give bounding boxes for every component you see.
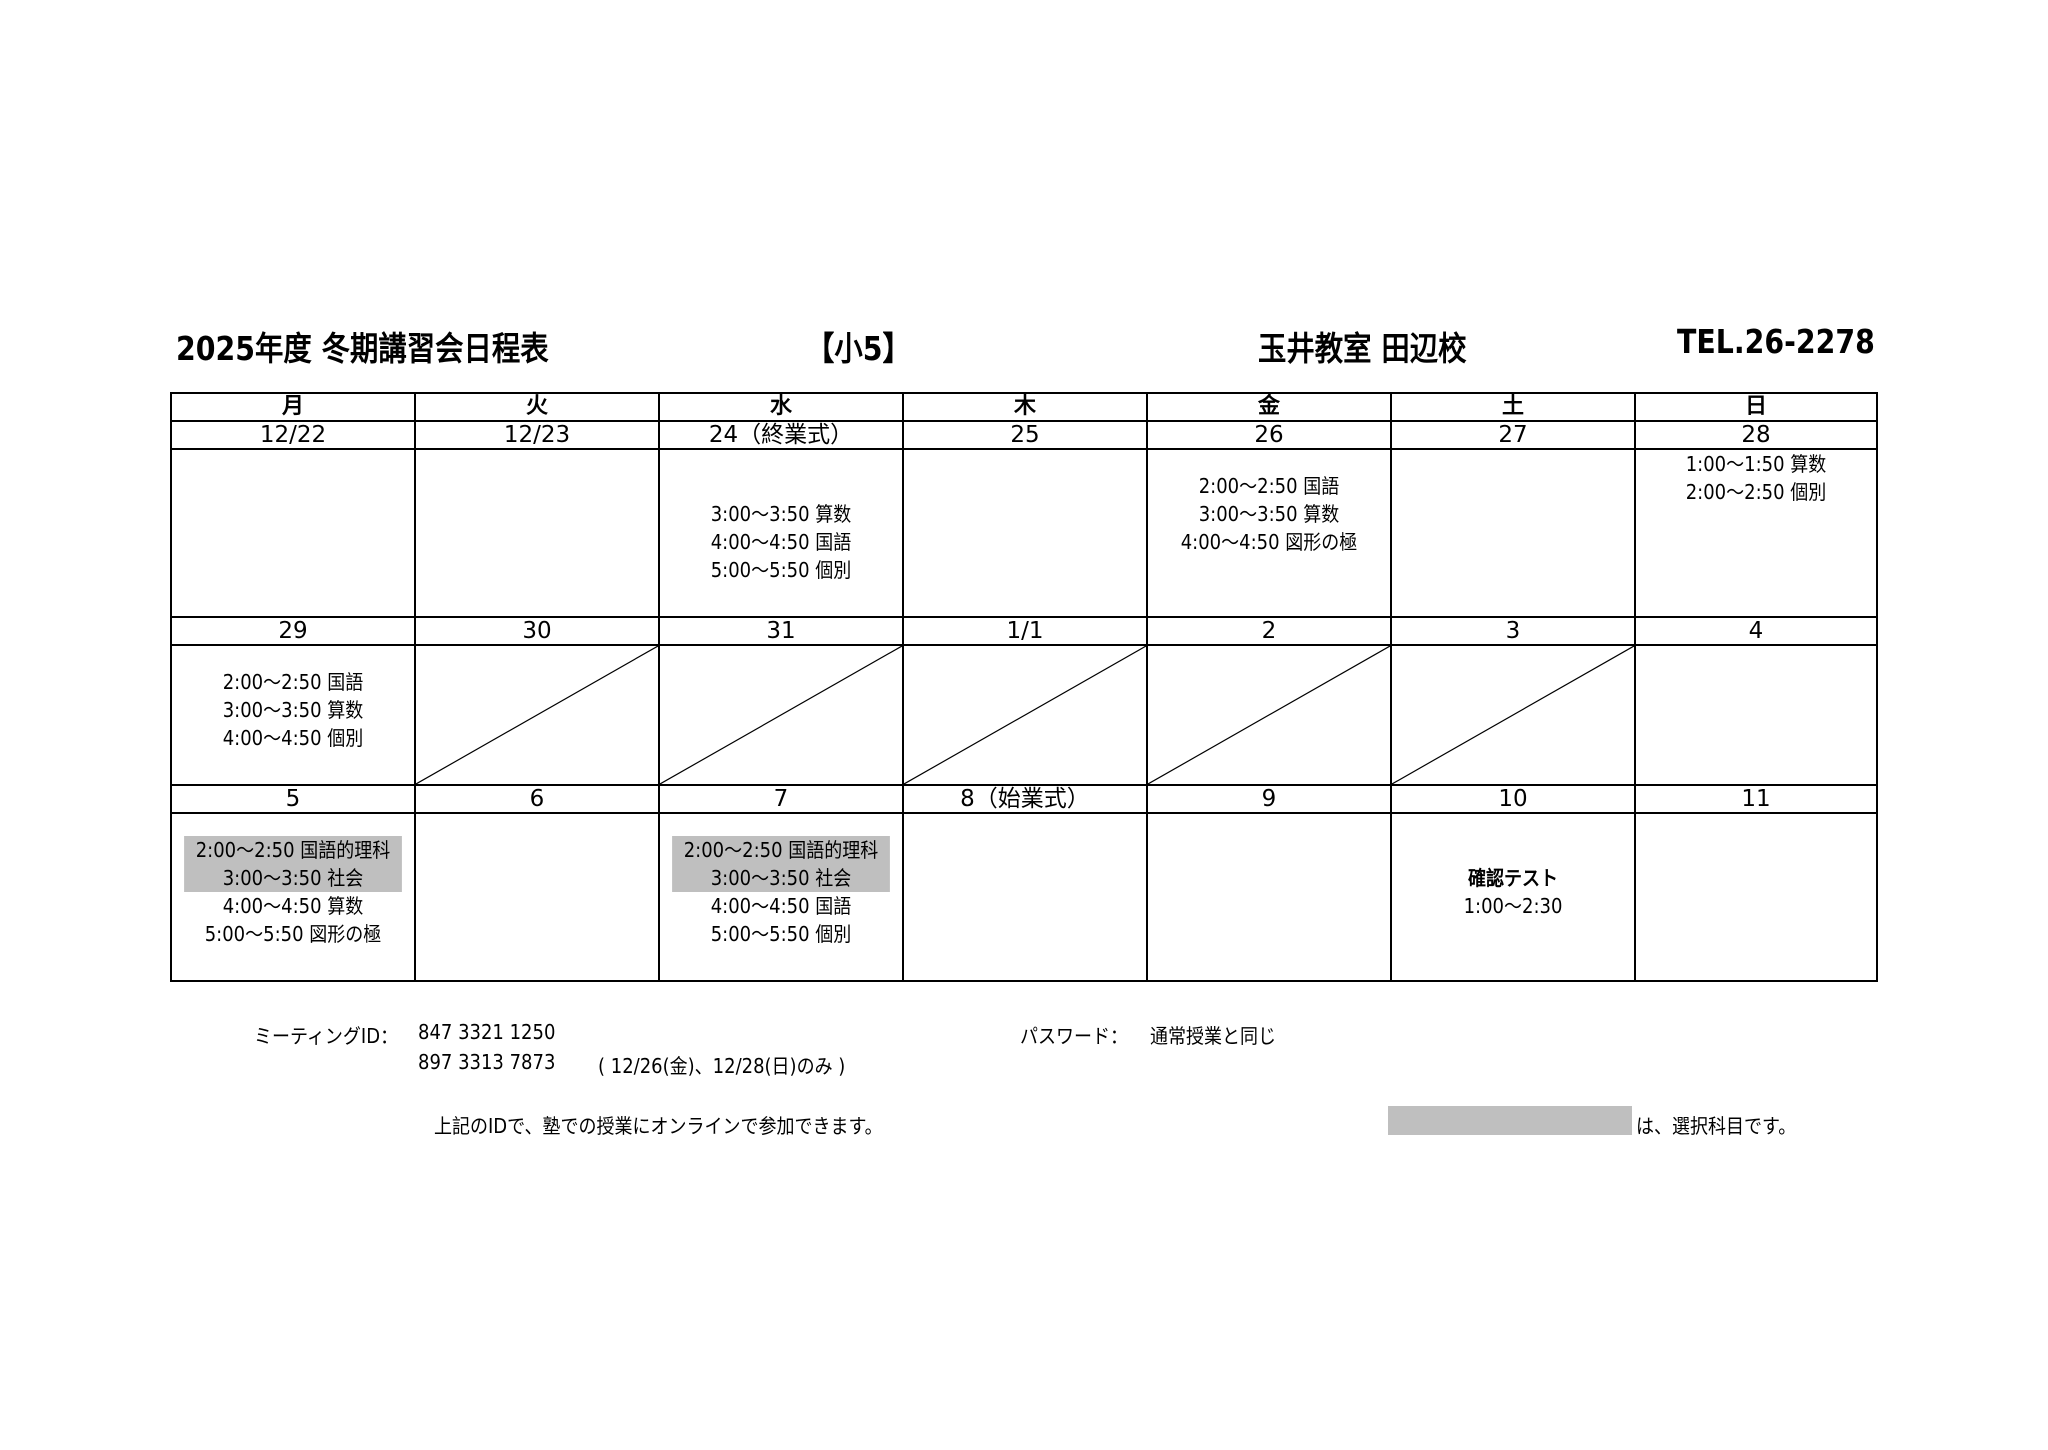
lesson-time-subject: 1:00～2:30 <box>1463 894 1563 918</box>
lesson-time-subject: 2:00～2:50 国語 <box>222 670 364 694</box>
date-cell: 11 <box>1634 784 1878 814</box>
lesson-time-subject: 4:00～4:50 国語 <box>710 530 852 554</box>
closed-slash-icon <box>904 646 1146 784</box>
lesson-time-subject: 4:00～4:50 個別 <box>222 726 364 750</box>
elective-legend-swatch <box>1388 1106 1632 1135</box>
lesson-time-subject: 3:00～3:50 算数 <box>1198 502 1340 526</box>
dow-tue: 火 <box>414 392 660 422</box>
closed-day-cell <box>902 644 1148 786</box>
closed-slash-icon <box>1148 646 1390 784</box>
date-cell: 3 <box>1390 616 1636 646</box>
date-cell: 29 <box>170 616 416 646</box>
closed-day-cell <box>414 644 660 786</box>
meeting-id-label: ミーティングID： <box>254 1024 399 1048</box>
date-cell: 31 <box>658 616 904 646</box>
lesson-time-subject: 1:00～1:50 算数 <box>1685 452 1827 476</box>
elective-lesson: 3:00～3:50 社会 <box>184 864 402 892</box>
elective-lesson: 2:00～2:50 国語的理科 <box>672 836 890 864</box>
schedule-cell: 2:00～2:50 国語 3:00～3:50 算数 4:00～4:50 図形の極 <box>1146 448 1392 618</box>
date-cell: 9 <box>1146 784 1392 814</box>
elective-lesson: 3:00～3:50 社会 <box>672 864 890 892</box>
date-cell: 4 <box>1634 616 1878 646</box>
lesson-time-subject: 2:00～2:50 国語 <box>1198 474 1340 498</box>
date-cell: 7 <box>658 784 904 814</box>
meeting-id-2-note: ( 12/26(金)、12/28(日)のみ ) <box>598 1054 846 1078</box>
closed-day-cell <box>658 644 904 786</box>
lesson-time-subject: 4:00～4:50 国語 <box>710 894 852 918</box>
page-title: 2025年度 冬期講習会日程表 <box>176 329 549 368</box>
phone-number: TEL.26-2278 <box>1677 322 1875 361</box>
lesson-time-subject: 4:00～4:50 図形の極 <box>1180 530 1358 554</box>
lesson-time-subject: 3:00～3:50 算数 <box>222 698 364 722</box>
schedule-cell <box>414 812 660 982</box>
lesson-time-subject: 2:00～2:50 個別 <box>1685 480 1827 504</box>
closed-slash-icon <box>660 646 902 784</box>
schedule-cell: 1:00～1:50 算数 2:00～2:50 個別 <box>1634 448 1878 618</box>
elective-lesson: 2:00～2:50 国語的理科 <box>184 836 402 864</box>
online-note: 上記のIDで、塾での授業にオンラインで参加できます。 <box>434 1114 883 1138</box>
lesson-time-subject: 3:00～3:50 算数 <box>710 502 852 526</box>
date-cell: 8（始業式） <box>902 784 1148 814</box>
date-cell: 12/23 <box>414 420 660 450</box>
event-title: 確認テスト <box>1468 866 1558 890</box>
date-cell: 2 <box>1146 616 1392 646</box>
date-cell: 10 <box>1390 784 1636 814</box>
schedule-cell <box>1634 812 1878 982</box>
schedule-cell <box>902 812 1148 982</box>
lesson-time-subject: 5:00～5:50 図形の極 <box>204 922 382 946</box>
date-cell: 27 <box>1390 420 1636 450</box>
closed-slash-icon <box>416 646 658 784</box>
schedule-row: 3:00～3:50 算数 4:00～4:50 国語 5:00～5:50 個別 2:00… <box>170 448 1878 618</box>
schedule-cell <box>1146 812 1392 982</box>
schedule-cell: 3:00～3:50 算数 4:00～4:50 国語 5:00～5:50 個別 <box>658 448 904 618</box>
dow-mon: 月 <box>170 392 416 422</box>
lesson-time-subject: 5:00～5:50 個別 <box>710 922 852 946</box>
meeting-id-2: 897 3313 7873 <box>418 1050 556 1074</box>
dow-fri: 金 <box>1146 392 1392 422</box>
grade-label: 【小5】 <box>806 329 911 368</box>
school-name: 玉井教室 田辺校 <box>1258 329 1467 368</box>
schedule-cell <box>1390 448 1636 618</box>
schedule-cell: 確認テスト 1:00～2:30 <box>1390 812 1636 982</box>
schedule-cell: 2:00～2:50 国語 3:00～3:50 算数 4:00～4:50 個別 <box>170 644 416 786</box>
meeting-id-1: 847 3321 1250 <box>418 1020 556 1044</box>
day-of-week-row: 月 火 水 木 金 土 日 <box>170 392 1878 422</box>
schedule-cell <box>902 448 1148 618</box>
closed-day-cell <box>1146 644 1392 786</box>
closed-slash-icon <box>1392 646 1634 784</box>
date-cell: 26 <box>1146 420 1392 450</box>
dow-sat: 土 <box>1390 392 1636 422</box>
closed-day-cell <box>1390 644 1636 786</box>
date-cell: 28 <box>1634 420 1878 450</box>
elective-legend-text: は、選択科目です。 <box>1636 1114 1797 1138</box>
date-cell: 5 <box>170 784 416 814</box>
date-cell: 30 <box>414 616 660 646</box>
schedule-cell <box>1634 644 1878 786</box>
dow-wed: 水 <box>658 392 904 422</box>
date-cell: 25 <box>902 420 1148 450</box>
lesson-time-subject: 4:00～4:50 算数 <box>222 894 364 918</box>
dow-thu: 木 <box>902 392 1148 422</box>
schedule-cell <box>170 448 416 618</box>
password-value: 通常授業と同じ <box>1150 1024 1276 1048</box>
password-label: パスワード： <box>1020 1024 1128 1048</box>
date-cell: 12/22 <box>170 420 416 450</box>
schedule-cell <box>414 448 660 618</box>
lesson-time-subject: 5:00～5:50 個別 <box>710 558 852 582</box>
schedule-row: 2:00～2:50 国語 3:00～3:50 算数 4:00～4:50 個別 <box>170 644 1878 786</box>
date-cell: 24（終業式） <box>658 420 904 450</box>
date-cell: 1/1 <box>902 616 1148 646</box>
date-cell: 6 <box>414 784 660 814</box>
dow-sun: 日 <box>1634 392 1878 422</box>
